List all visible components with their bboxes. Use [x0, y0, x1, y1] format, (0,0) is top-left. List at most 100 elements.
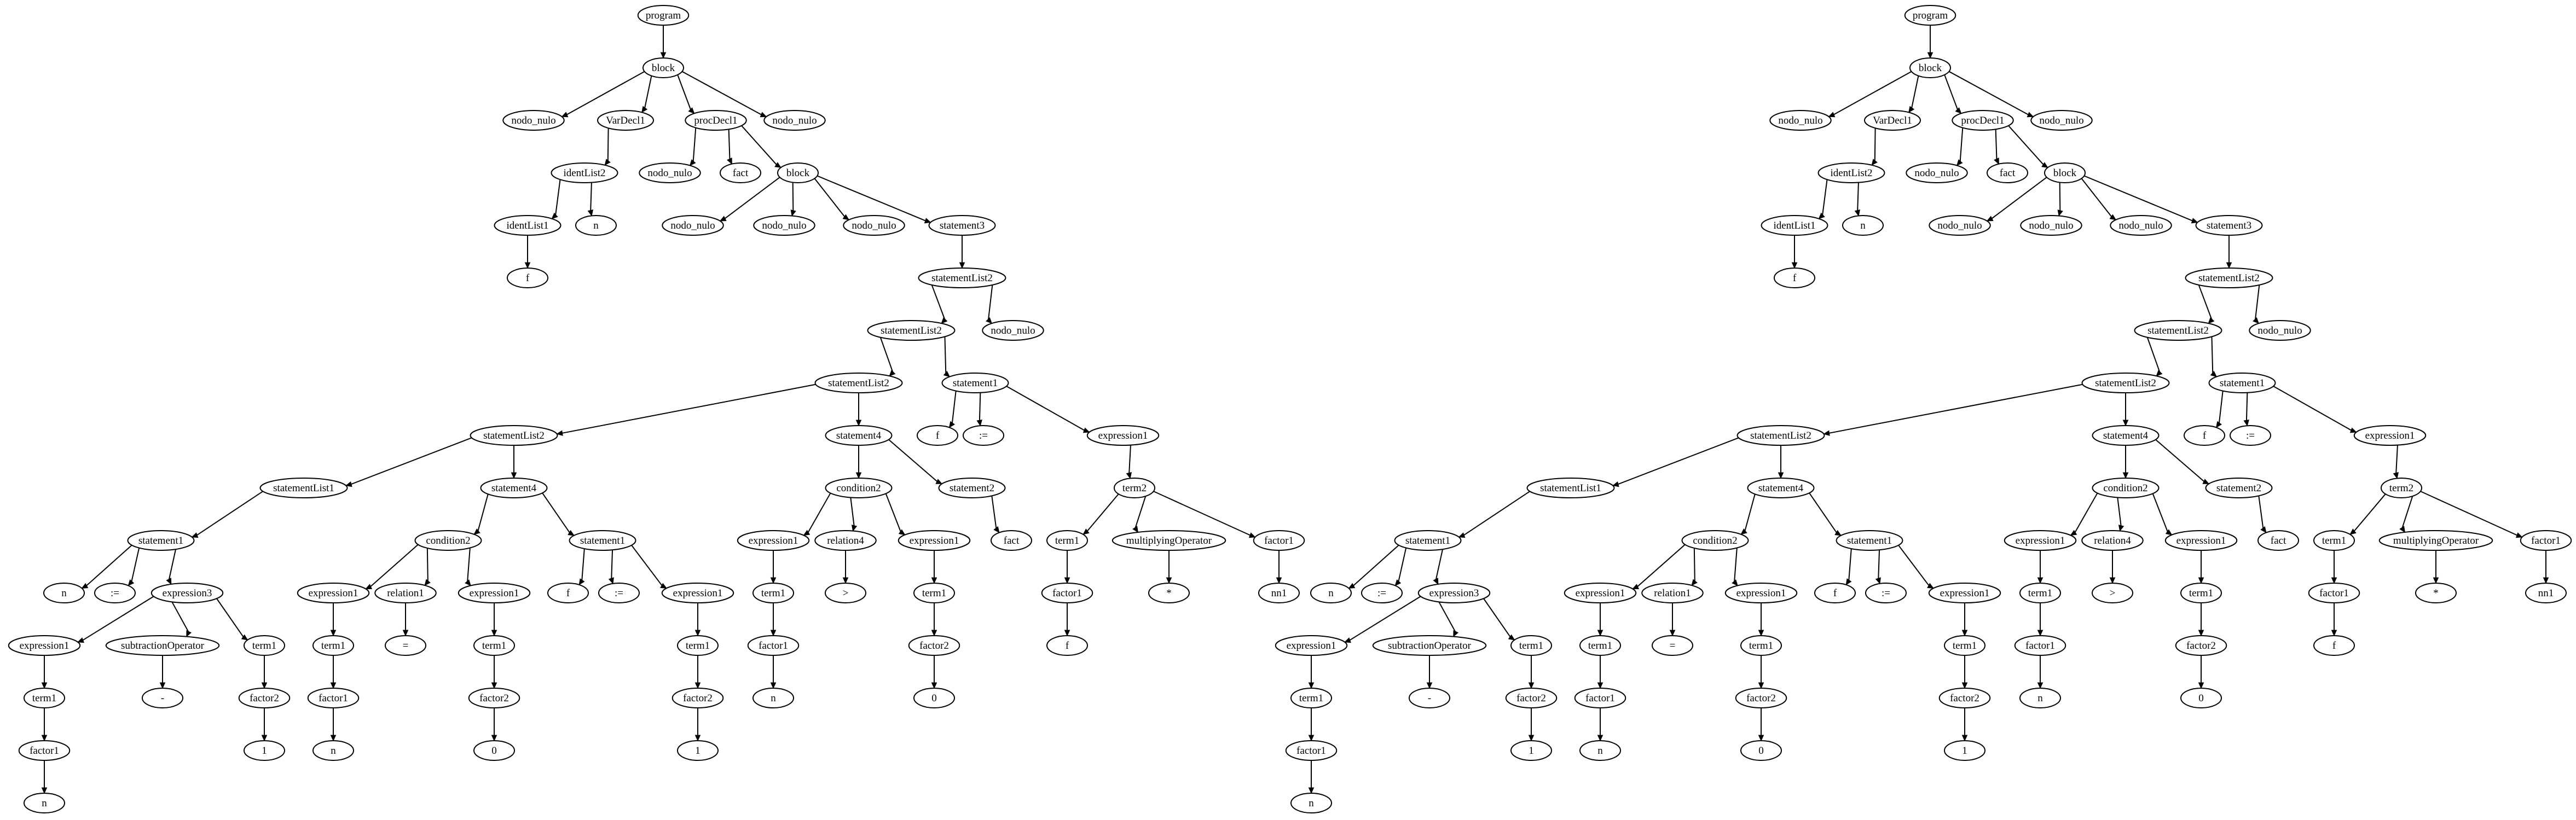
- tree-edge: [2353, 493, 2386, 532]
- tree-edge: [2401, 496, 2413, 528]
- edge-arrowhead: [1740, 528, 1747, 535]
- tree-edge: [850, 497, 855, 526]
- node-ellipse: [480, 478, 548, 498]
- tree-node-condition2: condition2: [1681, 530, 1749, 551]
- tree-node-relation1: relation1: [374, 583, 437, 603]
- node-ellipse: [1285, 740, 1338, 761]
- tree-node-symbol: -: [1409, 688, 1450, 708]
- tree-edge: [814, 178, 846, 218]
- node-label: fact: [2271, 535, 2286, 546]
- node-ellipse: [1275, 635, 1348, 656]
- edge-arrowhead: [1758, 682, 1764, 689]
- node-label: statement1: [953, 377, 998, 389]
- node-label: n: [42, 798, 47, 809]
- node-ellipse: [1724, 583, 1798, 603]
- tree-node-factor1: factor1: [2014, 635, 2066, 656]
- node-label: term1: [32, 693, 56, 704]
- edge-arrowhead: [2399, 526, 2406, 533]
- tree-node-nodo-nulo: nodo_nulo: [982, 320, 1044, 341]
- edge-arrowhead: [1828, 112, 1836, 118]
- edge-arrowhead: [1064, 577, 1070, 584]
- tree-node-expression3: expression3: [150, 583, 224, 603]
- tree-node-statement4: statement4: [2092, 425, 2160, 446]
- node-label: -: [161, 693, 164, 704]
- node-label: term1: [686, 640, 710, 652]
- edge-arrowhead: [2331, 630, 2337, 637]
- edge-arrowhead: [159, 682, 166, 689]
- tree-node-statementlist2: statementList2: [2185, 267, 2273, 288]
- tree-node-factor1: factor1: [1041, 583, 1093, 603]
- edge-arrowhead: [261, 682, 268, 689]
- tree-node-statement4: statement4: [480, 478, 548, 498]
- edge-arrowhead: [2215, 421, 2222, 428]
- node-ellipse: [677, 635, 719, 656]
- edge-arrowhead: [2543, 577, 2549, 584]
- tree-edge: [2081, 178, 2112, 218]
- tree-node-term1: term1: [2313, 530, 2355, 551]
- tree-node-identlist1: identList1: [1761, 215, 1828, 236]
- edge-arrowhead: [889, 370, 896, 377]
- edge-arrowhead: [1955, 107, 1962, 114]
- node-label: nn1: [1271, 588, 1287, 599]
- edge-arrowhead: [561, 112, 569, 118]
- node-ellipse: [963, 425, 1004, 446]
- tree-node-statementlist2: statementList2: [918, 267, 1006, 288]
- node-ellipse: [1769, 110, 1832, 131]
- node-ellipse: [18, 740, 71, 761]
- edge-arrowhead: [770, 577, 777, 584]
- node-label: VarDecl1: [1873, 115, 1912, 126]
- tree-edge: [888, 439, 938, 482]
- tree-edge: [2146, 337, 2161, 373]
- tree-node-nodo-nulo: nodo_nulo: [763, 110, 826, 131]
- tree-edge: [216, 598, 244, 638]
- node-ellipse: [1417, 583, 1491, 603]
- tree-edge: [168, 549, 177, 580]
- node-label: condition2: [836, 482, 881, 494]
- tree-node-statement3: statement3: [2195, 215, 2263, 236]
- tree-node-symbol: :=: [2230, 425, 2271, 446]
- tree-node-term1: term1: [473, 635, 515, 656]
- edge-arrowhead: [128, 579, 135, 586]
- edge-arrowhead: [166, 578, 172, 585]
- node-ellipse: [777, 162, 819, 183]
- node-ellipse: [1904, 5, 1956, 26]
- edge-arrowhead: [77, 637, 84, 643]
- edge-arrowhead: [1961, 630, 1968, 637]
- node-ellipse: [1836, 530, 1903, 551]
- tree-node-expression1: expression1: [297, 583, 370, 603]
- node-ellipse: [24, 688, 65, 708]
- edge-arrowhead: [976, 420, 982, 427]
- edge-arrowhead: [1597, 630, 1604, 637]
- node-label: subtractionOperator: [1388, 640, 1472, 652]
- tree-node-relation4: relation4: [2081, 530, 2144, 551]
- edge-arrowhead: [2057, 210, 2063, 217]
- node-label: 1: [262, 745, 267, 757]
- node-label: subtractionOperator: [121, 640, 205, 652]
- node-ellipse: [1409, 688, 1450, 708]
- edge-arrowhead: [943, 370, 951, 377]
- node-ellipse: [2081, 530, 2144, 551]
- node-label: expression3: [163, 588, 212, 599]
- node-ellipse: [2415, 583, 2457, 603]
- tree-node-procdecl1: procDecl1: [685, 110, 747, 131]
- edge-arrowhead: [1845, 578, 1852, 585]
- edge-arrowhead: [1632, 584, 1640, 590]
- tree-node-symbol: :=: [1361, 583, 1403, 603]
- tree-node-relation1: relation1: [1641, 583, 1704, 603]
- node-ellipse: [312, 740, 354, 761]
- node-ellipse: [2004, 530, 2077, 551]
- node-label: 1: [1962, 745, 1967, 757]
- node-label: expression1: [309, 588, 358, 599]
- node-label: statement4: [2103, 430, 2149, 441]
- node-ellipse: [814, 530, 877, 551]
- tree-node-term1: term1: [1510, 635, 1552, 656]
- node-ellipse: [1928, 583, 2001, 603]
- edge-arrowhead: [551, 212, 558, 219]
- edge-arrowhead: [931, 630, 937, 637]
- node-ellipse: [473, 635, 515, 656]
- node-label: nodo_nulo: [991, 325, 1035, 336]
- tree-node-nn1: nn1: [2525, 583, 2567, 603]
- node-ellipse: [597, 110, 654, 131]
- tree-node-expression1: expression1: [1564, 583, 1637, 603]
- node-ellipse: [1944, 740, 1985, 761]
